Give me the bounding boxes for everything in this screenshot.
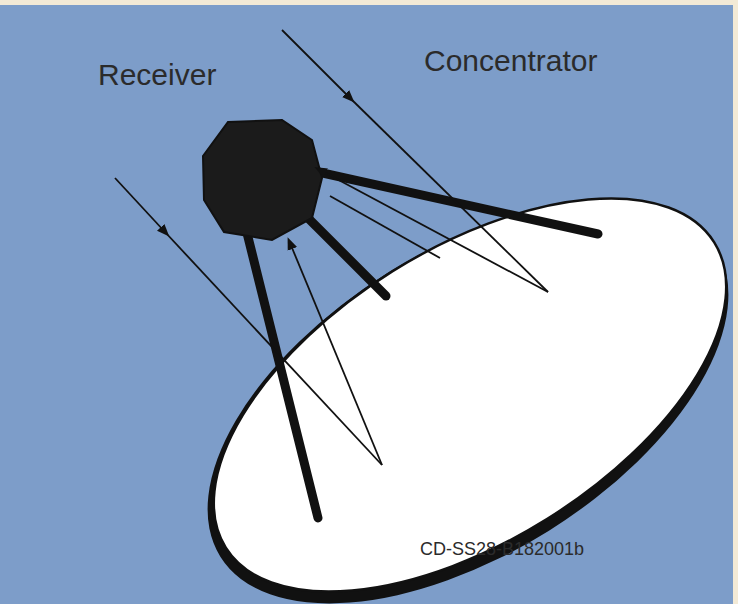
right-border — [733, 0, 738, 604]
receiver-body — [203, 120, 322, 240]
figure-id: CD-SS28-B182001b — [420, 540, 584, 560]
concentrator-label: Concentrator — [424, 44, 597, 77]
sun-rays — [115, 30, 548, 465]
receiver-label: Receiver — [98, 58, 216, 91]
dish-rim — [140, 118, 738, 604]
concentrator-dish — [148, 119, 738, 604]
top-border — [0, 0, 738, 5]
